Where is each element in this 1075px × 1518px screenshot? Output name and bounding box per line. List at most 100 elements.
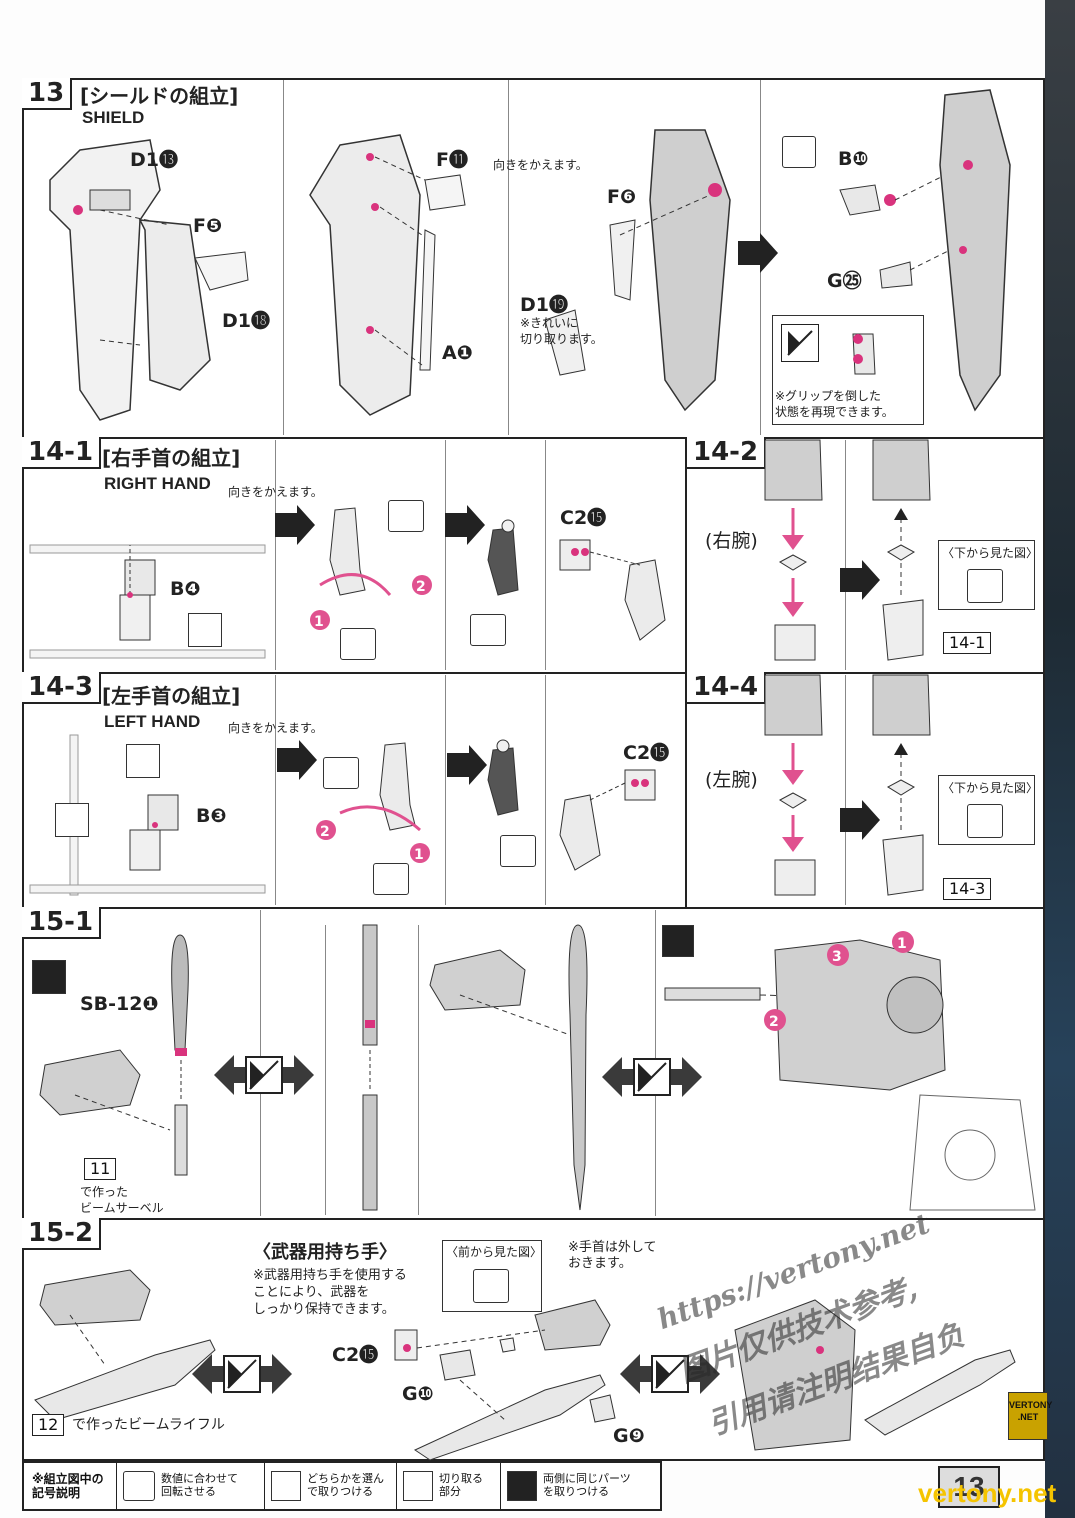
page-edge-bar bbox=[1045, 0, 1075, 1518]
part-label: A❶ bbox=[442, 342, 473, 364]
column-separator bbox=[685, 437, 687, 907]
part-label: SB-12❶ bbox=[80, 993, 159, 1015]
right-forearm-assembled-drawing bbox=[872, 439, 931, 661]
arrow-right-icon bbox=[275, 505, 315, 545]
beam-saber-hilt-drawing bbox=[362, 924, 378, 1211]
panel-divider bbox=[275, 440, 276, 670]
panel-divider bbox=[545, 440, 546, 670]
step-number-14-4: 14-4 bbox=[687, 672, 767, 704]
instruction-note: 〈前から見た図〉 bbox=[446, 1245, 543, 1259]
legend-text: 両側に同じパーツ を取りつける bbox=[543, 1472, 631, 1498]
instruction-note: ※手首は外して おきます。 bbox=[568, 1240, 657, 1271]
step-subtitle-14-1: RIGHT HAND bbox=[104, 474, 211, 493]
step-title-14-3: [左手首の組立] bbox=[102, 684, 241, 708]
right-hand-rotated-drawing bbox=[487, 519, 519, 596]
part-label: (左腕) bbox=[705, 769, 758, 791]
panel-divider bbox=[325, 925, 326, 1215]
backpack-saber-mount-drawing: 2 3 1 bbox=[664, 931, 946, 1091]
left-hand-rotated-drawing bbox=[487, 739, 519, 816]
page-number: 13 bbox=[938, 1466, 1000, 1508]
panel-divider bbox=[545, 675, 546, 905]
legend-text: 数値に合わせて 回転させる bbox=[161, 1472, 238, 1498]
step-number-14-3: 14-3 bbox=[22, 672, 102, 704]
site-watermark: vertony.net bbox=[918, 1478, 1057, 1508]
legend-text: 切り取る 部分 bbox=[439, 1472, 483, 1498]
part-label: D1⓲ bbox=[222, 310, 270, 332]
panel-divider bbox=[275, 675, 276, 905]
cut-tool-icon bbox=[55, 803, 89, 837]
step-title-13: [シールドの組立] bbox=[80, 84, 239, 108]
left-forearm-drawing bbox=[764, 674, 823, 896]
connector-view-icon bbox=[473, 1269, 509, 1303]
step-number-14-1: 14-1 bbox=[22, 437, 102, 469]
choose-one-icon bbox=[781, 324, 819, 362]
hand-attach-drawing bbox=[559, 769, 656, 871]
step-reference: 14-3 bbox=[943, 878, 992, 900]
step-number-15-2: 15-2 bbox=[22, 1218, 102, 1250]
part-label: C2⓯ bbox=[560, 507, 607, 529]
vertony-logo: VERTONY.NET bbox=[1008, 1392, 1052, 1440]
svg-text:1: 1 bbox=[897, 936, 907, 952]
rotate-180-icon bbox=[500, 835, 536, 867]
legend-item-rotate: 数値に合わせて 回転させる bbox=[116, 1463, 265, 1509]
arrow-right-icon bbox=[738, 233, 778, 273]
right-forearm-drawing bbox=[764, 439, 823, 661]
panel-divider bbox=[845, 440, 846, 670]
legend-item-choose: どちらかを選ん で取りつける bbox=[264, 1463, 397, 1509]
svg-text:2: 2 bbox=[320, 824, 330, 840]
runner-sprue-drawing bbox=[29, 544, 266, 659]
step-subtitle-13: SHIELD bbox=[82, 108, 145, 127]
right-hand-rotate-drawing: 1 2 bbox=[310, 507, 432, 630]
same-parts-both-sides-icon bbox=[507, 1471, 537, 1501]
instruction-note: 向きをかえます。 bbox=[228, 721, 323, 735]
svg-text:2: 2 bbox=[769, 1014, 779, 1030]
part-label: C2⓯ bbox=[332, 1344, 379, 1366]
choose-one-arrow-icon bbox=[192, 1354, 292, 1394]
choose-one-arrow-icon bbox=[602, 1057, 702, 1097]
rotate-90-icon bbox=[782, 136, 816, 168]
arrow-right-icon bbox=[445, 505, 485, 545]
svg-text:2: 2 bbox=[416, 579, 426, 595]
bottom-view-box: 〈下から見た図〉 bbox=[938, 540, 1038, 610]
connector-view-icon bbox=[967, 804, 1003, 838]
part-label: G❾ bbox=[613, 1425, 645, 1447]
part-label: G❿ bbox=[402, 1383, 434, 1405]
panel-divider bbox=[283, 80, 284, 435]
shield-back-drawing bbox=[544, 129, 731, 412]
instruction-note: で作った ビームサーベル bbox=[80, 1185, 164, 1215]
choose-one-arrow-icon bbox=[214, 1055, 314, 1095]
cut-tool-icon bbox=[188, 613, 222, 647]
part-label: C2⓯ bbox=[623, 742, 670, 764]
row-separator bbox=[22, 437, 1045, 439]
step-reference: 11 bbox=[84, 1158, 117, 1180]
choose-one-icon bbox=[271, 1471, 301, 1501]
rotate-180-icon bbox=[388, 500, 424, 532]
instruction-note: ※武器用持ち手を使用する ことにより、武器を しっかり保持できます。 bbox=[253, 1268, 407, 1317]
weapon-hand-title: 〈武器用持ち手〉 bbox=[253, 1242, 397, 1263]
choose-one-arrow-icon bbox=[620, 1354, 720, 1394]
legend-text: どちらかを選ん で取りつける bbox=[307, 1472, 384, 1498]
rifle-held-drawing bbox=[734, 1299, 1016, 1451]
row-separator bbox=[22, 672, 1045, 674]
legend-title: ※組立図中の 記号説明 bbox=[32, 1472, 104, 1500]
part-label: F❺ bbox=[193, 215, 223, 237]
legend-item-both-sides: 両側に同じパーツ を取りつける bbox=[500, 1463, 661, 1509]
alternate-option-box: ※グリップを倒した 状態を再現できます。 bbox=[772, 315, 924, 425]
part-label: D1⓭ bbox=[130, 149, 178, 171]
shield-completed-drawing bbox=[939, 89, 1011, 412]
rotate-90-icon bbox=[373, 863, 409, 895]
part-label: B❹ bbox=[170, 578, 201, 600]
shield-front-drawing bbox=[49, 139, 249, 421]
instruction-note: 向きをかえます。 bbox=[228, 485, 323, 499]
rotate-90-icon bbox=[340, 628, 376, 660]
same-parts-both-sides-icon bbox=[32, 960, 66, 994]
part-label: F⓫ bbox=[436, 149, 468, 171]
step-number-13: 13 bbox=[22, 78, 73, 110]
cut-tool-icon bbox=[126, 744, 160, 778]
robot-body-reference-drawing bbox=[909, 1094, 1036, 1211]
part-label: (右腕) bbox=[705, 530, 758, 552]
step-reference: 12 bbox=[32, 1414, 65, 1436]
part-label: G㉕ bbox=[827, 270, 862, 292]
row-separator bbox=[22, 1218, 1045, 1220]
